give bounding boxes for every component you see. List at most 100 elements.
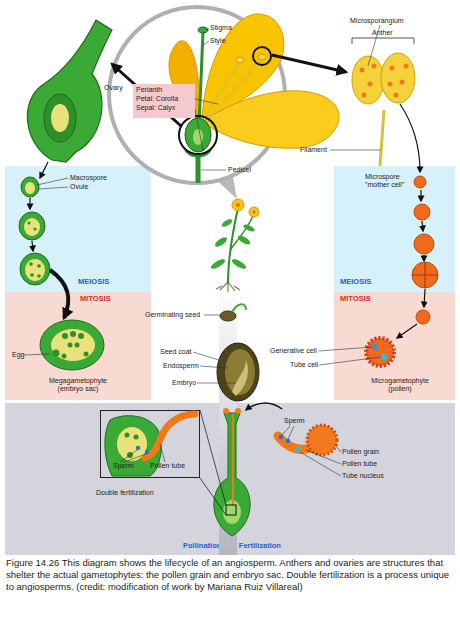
- ovule-sac: [25, 259, 45, 281]
- anther-lobe: [381, 53, 415, 103]
- stage-arrow: [400, 104, 420, 172]
- part-label: Megagametophyte (embryo sac): [45, 377, 111, 393]
- generative-nucleus: [372, 344, 378, 350]
- pollen-sac-dot: [368, 82, 373, 87]
- part-label: Pollen tube: [150, 462, 185, 470]
- anther-lobe: [352, 56, 384, 104]
- plant-leaf: [210, 257, 227, 270]
- part-label: Pollen grain: [342, 448, 379, 456]
- node-label: MEIOSIS: [78, 278, 109, 286]
- pollen-grain: [366, 338, 394, 366]
- ovule-shape: [19, 212, 45, 240]
- node-label: Perianth: [136, 86, 162, 94]
- node-label: Sepal: Calyx: [136, 104, 175, 112]
- plant-flower: [232, 199, 244, 211]
- pollen-sac-dot: [372, 64, 377, 69]
- part-label: Microsporangium: [350, 17, 404, 25]
- pollen-sac-dot: [400, 80, 405, 85]
- anther-bracket: [352, 38, 414, 44]
- flower-petal: [202, 91, 339, 148]
- part-label: Endosperm: [163, 362, 199, 370]
- seed-embryo: [232, 360, 248, 396]
- cell-dot: [68, 343, 73, 348]
- seed-shape: [220, 311, 236, 321]
- cell-dot: [75, 343, 80, 348]
- ovule-sac: [24, 218, 40, 236]
- stage-arrow: [29, 198, 30, 209]
- plant-leaf: [243, 223, 256, 233]
- pollen-sac-dot: [388, 82, 393, 87]
- part-label: Microgametophyte (pollen): [366, 377, 434, 393]
- flower-anther: [236, 57, 244, 63]
- nucleus-dot: [27, 221, 30, 224]
- tube-nucleus: [295, 447, 301, 453]
- plant-leaf: [231, 257, 248, 270]
- cell-dot: [134, 435, 139, 440]
- tetrad-cell: [412, 262, 438, 288]
- seed-sprout: [232, 304, 246, 312]
- inset-marker: [226, 505, 236, 515]
- anther-filament: [380, 110, 384, 166]
- part-label: Ovule: [70, 183, 88, 191]
- plant-flower: [252, 210, 255, 213]
- ovary-shape: [27, 20, 112, 162]
- pollen-dot: [235, 408, 241, 414]
- pollen-tube: [232, 414, 234, 505]
- flower-anther: [258, 54, 266, 60]
- part-label: Embryo: [172, 379, 196, 387]
- part-label: Seed coat: [160, 348, 192, 356]
- part-label: Germinating seed: [145, 311, 200, 319]
- plant-flower: [249, 207, 259, 217]
- megagametophyte-shape: [40, 320, 104, 370]
- part-label: Microspore "mother cell": [365, 173, 413, 189]
- cell-dot: [78, 333, 84, 339]
- part-label: Generative cell: [270, 347, 317, 355]
- microspore-cell: [414, 234, 434, 254]
- magnifier-circle: [109, 7, 285, 183]
- node-label: MITOSIS: [340, 295, 371, 303]
- figure-caption: Figure 14.26 This diagram shows the life…: [6, 557, 454, 593]
- node-label: MEIOSIS: [340, 278, 371, 286]
- focus-ring: [253, 47, 271, 65]
- part-label: Style: [210, 37, 226, 45]
- nucleus-dot: [33, 227, 36, 230]
- stage-arrow: [423, 255, 424, 261]
- seed: [217, 343, 259, 401]
- microspore-cell: [414, 204, 430, 220]
- ovule-sac: [51, 104, 69, 132]
- egg-cell: [53, 350, 60, 357]
- microspore-cell: [414, 176, 426, 188]
- cell-dot: [70, 331, 76, 337]
- pollen-sac-dot: [360, 64, 409, 98]
- plant: [210, 199, 259, 292]
- nucleus-dot: [37, 264, 41, 268]
- sperm-dot: [145, 450, 149, 454]
- cell-dot: [62, 333, 68, 339]
- anther-zoom: [352, 53, 415, 166]
- part-label: Tube cell: [290, 361, 318, 369]
- pollen-sac-dot: [362, 93, 367, 98]
- nucleus-dot: [37, 274, 41, 278]
- zoom-arrow: [272, 55, 346, 72]
- pollen-sac-dot: [390, 66, 395, 71]
- pollen-sac-dot: [404, 64, 409, 69]
- cell-dot: [84, 352, 89, 357]
- part-label: Sperm: [284, 417, 305, 425]
- plant-roots: [216, 282, 240, 292]
- ovule-shape: [44, 94, 76, 142]
- node-label: Double fertilization: [96, 489, 154, 497]
- node-label: MITOSIS: [80, 295, 111, 303]
- ovule-sac: [25, 182, 35, 194]
- embryo-sac: [51, 329, 95, 361]
- sperm-dot: [279, 435, 284, 440]
- part-label: Filament: [300, 146, 327, 154]
- seed-endosperm: [225, 349, 255, 395]
- part-label: Stigma: [210, 24, 232, 32]
- part-label: Tube nucleus: [342, 472, 384, 480]
- part-label: Sperm: [113, 462, 134, 470]
- node-label: Petal: Corolla: [136, 95, 178, 103]
- pollen-dot: [223, 408, 229, 414]
- germinating-seed: [220, 304, 246, 321]
